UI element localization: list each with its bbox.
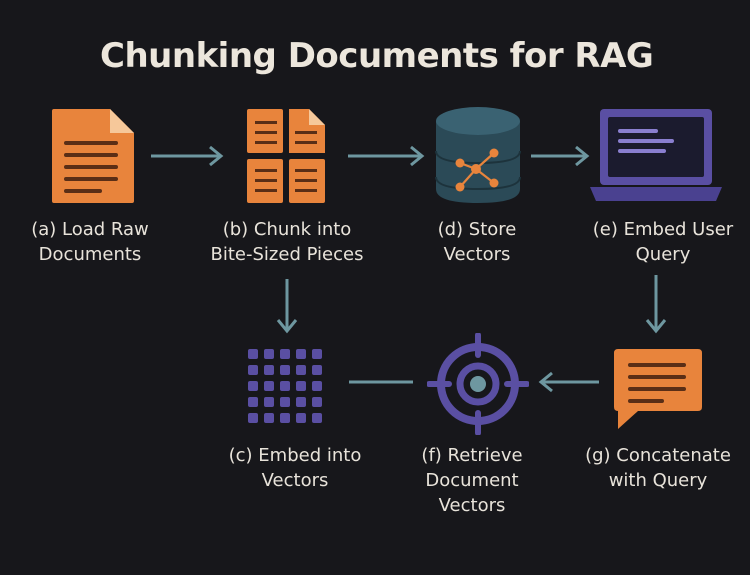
step-c-label: (c) Embed into Vectors (228, 445, 362, 491)
step-f-label: (f) Retrieve Document Vectors (421, 445, 523, 516)
arrow-b-to-d (347, 145, 425, 167)
arrow-b-to-c (276, 278, 298, 334)
step-a-label: (a) Load Raw Documents (31, 219, 149, 265)
step-g-label: (g) Concatenate with Query (585, 445, 731, 491)
arrow-e-to-g (645, 274, 667, 334)
arrow-a-to-b (150, 145, 224, 167)
diagram-title: Chunking Documents for RAG (100, 36, 654, 76)
arrow-d-to-e (530, 145, 590, 167)
step-d-label: (d) Store Vectors (437, 219, 517, 265)
arrow-g-to-f (538, 371, 600, 393)
chunked-document-icon (245, 107, 329, 205)
laptop-icon (588, 107, 724, 205)
database-icon (434, 105, 522, 205)
chat-bubble-icon (612, 347, 704, 431)
connector-f-to-c (348, 371, 414, 393)
target-icon (427, 333, 529, 435)
document-icon (50, 107, 136, 205)
dot-grid-icon (246, 347, 326, 427)
step-e-label: (e) Embed User Query (592, 219, 734, 265)
step-b-label: (b) Chunk into Bite-Sized Pieces (210, 219, 364, 265)
